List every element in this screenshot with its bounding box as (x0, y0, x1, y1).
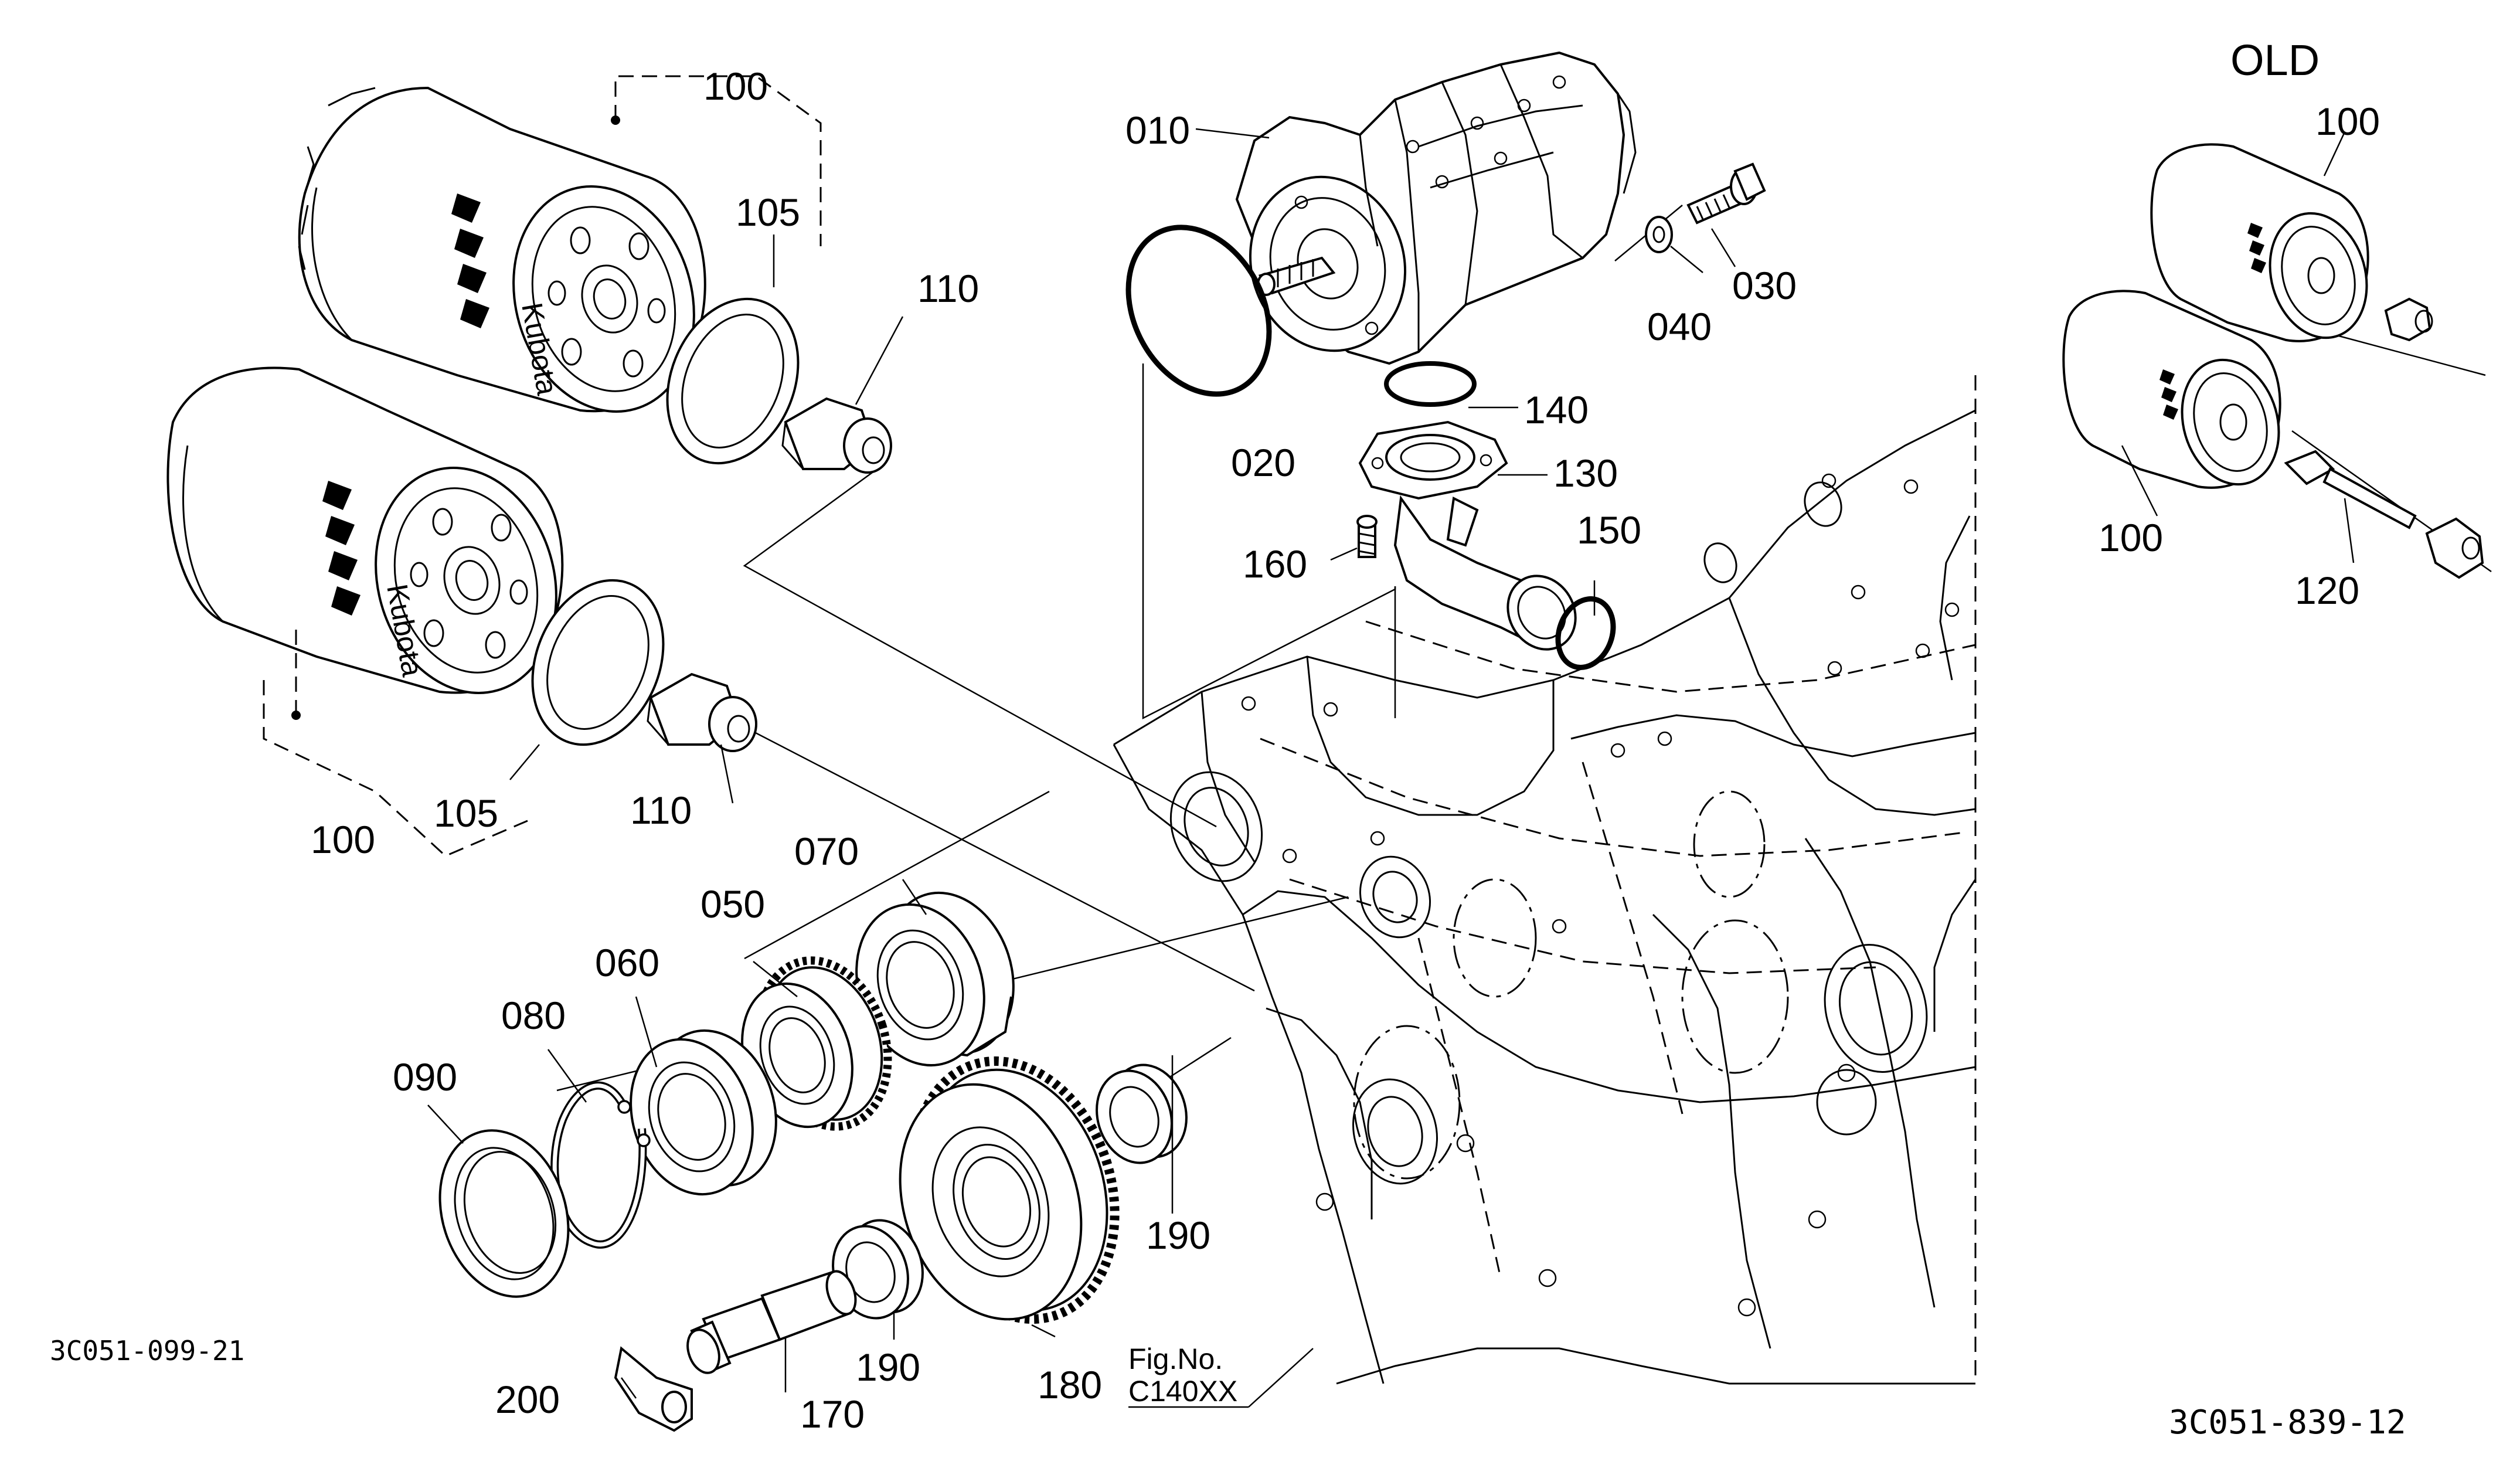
washer-040 (1645, 216, 1673, 253)
callout-070: 070 (794, 830, 859, 873)
callout-060: 060 (595, 941, 659, 984)
old-filter-bottom (2062, 290, 2281, 489)
callout-100-top: 100 (703, 64, 768, 108)
diagram-code-right: 3C051-839-12 (2169, 1404, 2406, 1442)
callout-190-right: 190 (1146, 1214, 1210, 1257)
figure-reference: Fig.No. C140XX (1128, 1343, 1237, 1408)
o-ring-020 (1125, 225, 1272, 397)
callout-050: 050 (700, 882, 765, 926)
transmission-housing (1113, 375, 1977, 1385)
bearing-070 (855, 891, 1015, 1067)
oil-filter-top: Kubota (298, 75, 822, 413)
shaft-170 (686, 1270, 857, 1374)
bearing-190-right (1096, 1063, 1188, 1164)
callout-110-bottom: 110 (630, 789, 692, 832)
housing-bolt-holes (1241, 473, 1960, 1317)
callout-leaders (427, 128, 2355, 1399)
callout-010: 010 (1125, 108, 1190, 152)
callout-020: 020 (1231, 441, 1295, 484)
callout-140: 140 (1524, 388, 1589, 431)
callout-040: 040 (1647, 305, 1712, 348)
callout-200: 200 (495, 1378, 560, 1421)
callout-105-bottom: 105 (434, 791, 498, 835)
callout-150: 150 (1577, 508, 1641, 552)
gasket-105-top (666, 297, 800, 465)
callout-160: 160 (1243, 542, 1307, 586)
callout-105-top: 105 (736, 191, 800, 234)
fig-ref-line2: C140XX (1128, 1375, 1237, 1408)
callout-labels: OLD 010 020 030 040 140 130 150 160 100 … (311, 36, 2380, 1436)
callout-090: 090 (393, 1055, 457, 1099)
collar-090 (438, 1129, 570, 1298)
gear-180 (899, 1056, 1120, 1324)
callout-080: 080 (501, 994, 566, 1037)
fig-ref-line1: Fig.No. (1128, 1343, 1223, 1375)
callout-130: 130 (1553, 451, 1618, 495)
callout-030: 030 (1732, 264, 1797, 307)
nipple-110-bottom (647, 672, 757, 752)
callout-old-100-top: 100 (2315, 100, 2380, 143)
plate-200 (614, 1346, 693, 1432)
o-ring-150 (1555, 596, 1616, 670)
bolt-160 (1356, 515, 1378, 558)
oil-filter-bottom: Kubota (166, 366, 564, 857)
old-filter-top (2150, 143, 2433, 342)
callout-170: 170 (800, 1392, 865, 1436)
callout-180: 180 (1038, 1363, 1102, 1406)
bearing-060 (630, 1029, 777, 1196)
bolt-030 (1686, 162, 1766, 225)
nipple-110-top (781, 397, 892, 474)
gasket-105-bottom (531, 579, 665, 746)
suction-flange-130 (1358, 420, 1577, 651)
old-section-title: OLD (2230, 36, 2320, 84)
o-ring-140 (1384, 361, 1477, 407)
diagram-code-left: 3C051-099-21 (50, 1335, 244, 1367)
callout-old-120: 120 (2295, 569, 2359, 612)
gear-050 (741, 956, 892, 1131)
hydraulic-pump (1235, 51, 1637, 365)
callout-old-100-bottom: 100 (2099, 516, 2163, 559)
callout-100-bottom: 100 (311, 818, 375, 861)
callout-190-left: 190 (856, 1345, 920, 1389)
old-pipe-120 (2284, 450, 2484, 579)
callout-110-top: 110 (917, 267, 979, 310)
